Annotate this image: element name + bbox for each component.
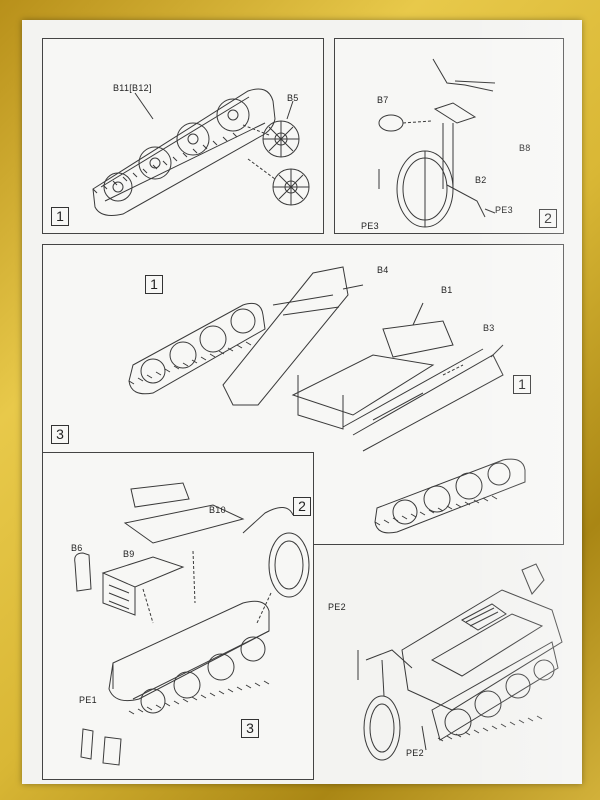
interior-assembly-drawing xyxy=(74,482,310,766)
step-3-reference: 3 xyxy=(241,719,259,738)
hull-assembly-drawing xyxy=(128,266,504,452)
part-label-b6: B6 xyxy=(71,543,83,553)
completed-vehicle-drawing xyxy=(357,563,563,761)
part-label-b1: B1 xyxy=(441,285,453,295)
instruction-sheet: B11[B12] B5 1 B7 B8 B2 PE3 PE3 2 xyxy=(22,20,582,784)
front-fork-assembly-drawing xyxy=(378,58,496,228)
part-label-b5: B5 xyxy=(287,93,299,103)
part-label-pe1: PE1 xyxy=(79,695,97,705)
part-label-b10: B10 xyxy=(209,505,226,515)
step-4-panel: B10 B6 B9 PE1 2 3 xyxy=(42,452,314,780)
part-label-b7: B7 xyxy=(377,95,389,105)
track-reference-left: 1 xyxy=(145,275,163,294)
part-label-b3: B3 xyxy=(483,323,495,333)
part-label-pe3-left: PE3 xyxy=(361,221,379,231)
part-label-pe3-right: PE3 xyxy=(495,205,513,215)
right-track-drawing xyxy=(374,458,526,534)
step-2-panel: B7 B8 B2 PE3 PE3 2 xyxy=(334,38,564,234)
part-label-b11-b12: B11[B12] xyxy=(113,83,152,93)
part-label-b8: B8 xyxy=(519,143,531,153)
step-2-reference: 2 xyxy=(293,497,311,516)
step-3-panel-extension xyxy=(312,452,564,545)
step-number-2: 2 xyxy=(539,209,557,228)
part-label-b9: B9 xyxy=(123,549,135,559)
part-label-b2: B2 xyxy=(475,175,487,185)
track-assembly-drawing xyxy=(92,88,310,216)
step-number-1: 1 xyxy=(51,207,69,226)
part-label-pe2-bottom: PE2 xyxy=(406,748,424,758)
part-label-pe2-top: PE2 xyxy=(328,602,346,612)
part-label-b4: B4 xyxy=(377,265,389,275)
step-number-3: 3 xyxy=(51,425,69,444)
step-3-panel: 1 B4 B1 B3 1 3 xyxy=(42,244,564,454)
track-reference-right: 1 xyxy=(513,375,531,394)
step-1-panel: B11[B12] B5 1 xyxy=(42,38,324,234)
